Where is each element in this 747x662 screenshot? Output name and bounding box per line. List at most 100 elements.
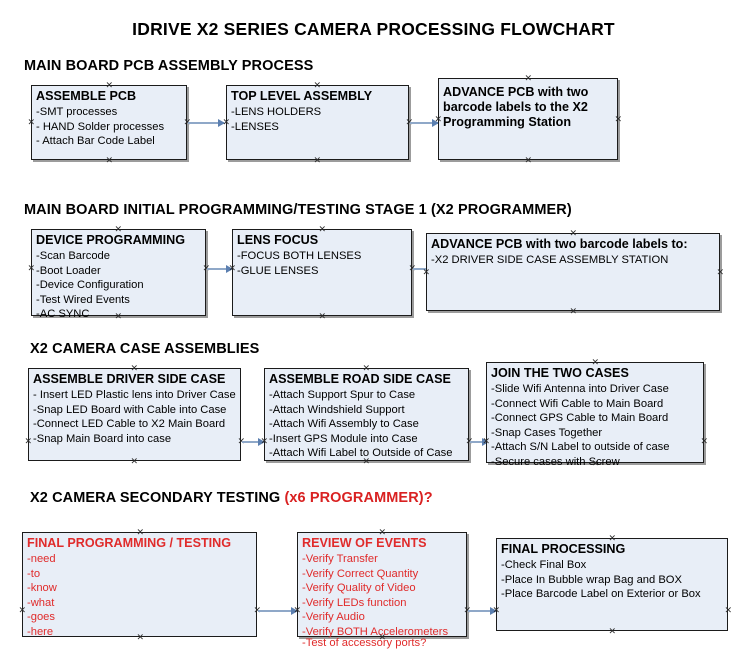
node-line: -Connect LED Cable to X2 Main Board (33, 418, 226, 431)
section-title-main-board-pcb-assembly-process: MAIN BOARD PCB ASSEMBLY PROCESS (24, 58, 313, 74)
node-line: -Scan Barcode (36, 250, 111, 262)
node-review-of-events[interactable]: REVIEW OF EVENTS -Verify Transfer -Verif… (297, 532, 467, 649)
node-line: -know (27, 582, 57, 595)
node-line: -LENSES (231, 120, 279, 133)
node-line: -Slide Wifi Antenna into Driver Case (491, 383, 669, 395)
connection-handle-right[interactable] (701, 438, 708, 445)
connection-handle-left[interactable] (261, 438, 268, 445)
connection-handle-top[interactable] (115, 226, 122, 233)
node-assemble-pcb[interactable]: ASSEMBLE PCB -SMT processes - HAND Solde… (31, 85, 187, 160)
connection-handle-bottom[interactable] (570, 308, 577, 315)
node-line: -Verify Transfer (302, 553, 378, 565)
node-title: ASSEMBLE DRIVER SIDE CASE (33, 372, 226, 386)
node-line: - Insert LED Plastic lens into Driver Ca… (33, 389, 236, 401)
node-final-processing[interactable]: FINAL PROCESSING -Check Final Box -Place… (496, 538, 728, 631)
connection-handle-bottom[interactable] (131, 458, 138, 465)
node-line: -Place Barcode Label on Exterior or Box (501, 588, 701, 601)
node-line: - HAND Solder processes (36, 120, 165, 133)
connection-handle-top[interactable] (525, 75, 532, 82)
node-line: -AC SYNC (36, 308, 90, 321)
node-title: ASSEMBLE PCB (36, 89, 137, 103)
connection-handle-top[interactable] (570, 230, 577, 237)
node-line: -to (27, 567, 41, 580)
connection-handle-top[interactable] (131, 365, 138, 372)
connection-handle-right[interactable] (717, 269, 724, 276)
node-line: -SMT processes (36, 106, 118, 118)
node-line: - Attach Bar Code Label (36, 135, 155, 148)
connection-handle-bottom[interactable] (106, 157, 113, 164)
node-line: -what (27, 596, 55, 609)
node-line: -FOCUS BOTH LENSES (237, 250, 362, 262)
node-line: -Verify Quality of Video (302, 582, 416, 595)
node-assemble-road-side-case[interactable]: ASSEMBLE ROAD SIDE CASE -Attach Support … (264, 368, 469, 461)
connection-handle-bottom[interactable] (525, 157, 532, 164)
connection-handle-bottom[interactable] (363, 458, 370, 465)
arrow-head-icon (218, 119, 225, 127)
node-line: -Attach Windshield Support (269, 403, 405, 416)
connection-handle-bottom[interactable] (137, 634, 144, 641)
connection-handle-top[interactable] (319, 226, 326, 233)
connection-handle-top[interactable] (314, 82, 321, 89)
section-title-text: X2 CAMERA CASE ASSEMBLIES (30, 341, 260, 357)
node-top-level-assembly[interactable]: TOP LEVEL ASSEMBLY -LENS HOLDERS -LENSES (226, 85, 409, 160)
connection-handle-left[interactable] (28, 265, 35, 272)
node-line: -need (27, 553, 56, 565)
node-line: -Secure cases with Screw (491, 455, 620, 468)
connection-handle-left[interactable] (19, 607, 26, 614)
connection-handle-top[interactable] (379, 529, 386, 536)
connection-handle-left[interactable] (294, 607, 301, 614)
section-title-text: MAIN BOARD PCB ASSEMBLY PROCESS (24, 58, 314, 74)
connection-handle-top[interactable] (137, 529, 144, 536)
node-line: -goes (27, 611, 55, 624)
node-line-overflow: -Test of accessory ports? (302, 637, 427, 649)
node-line: -Snap Main Board into case (33, 432, 172, 445)
node-title: TOP LEVEL ASSEMBLY (231, 89, 373, 103)
connection-handle-top[interactable] (609, 535, 616, 542)
node-title: ASSEMBLE ROAD SIDE CASE (269, 372, 451, 386)
connection-handle-right[interactable] (725, 607, 732, 614)
connection-handle-bottom[interactable] (379, 634, 386, 641)
node-line: -GLUE LENSES (237, 264, 319, 277)
connection-handle-bottom[interactable] (319, 313, 326, 320)
section-title-x2-camera-secondary-testing: X2 CAMERA SECONDARY TESTING (x6 PROGRAMM… (30, 490, 433, 506)
connection-handle-right[interactable] (615, 116, 622, 123)
connection-handle-bottom[interactable] (115, 313, 122, 320)
node-final-programming-testing[interactable]: FINAL PROGRAMMING / TESTING -need -to -k… (22, 532, 257, 638)
node-advance-pcb-driver-side-case[interactable]: ADVANCE PCB with two barcode labels to: … (426, 233, 720, 311)
connector-final-programming-to-review-of-events (258, 607, 298, 615)
node-line: -Connect GPS Cable to Main Board (491, 412, 669, 425)
connection-handle-bottom[interactable] (592, 460, 599, 467)
connection-handle-left[interactable] (493, 607, 500, 614)
node-lens-focus[interactable]: LENS FOCUS -FOCUS BOTH LENSES -GLUE LENS… (232, 229, 412, 316)
node-line: -LENS HOLDERS (231, 106, 322, 118)
connection-handle-top[interactable] (106, 82, 113, 89)
connection-handle-left[interactable] (229, 265, 236, 272)
section-title-x2-camera-case-assemblies: X2 CAMERA CASE ASSEMBLIES (30, 341, 259, 357)
node-title: DEVICE PROGRAMMING (36, 233, 186, 247)
node-line: -Snap Cases Together (491, 426, 603, 439)
node-assemble-driver-side-case[interactable]: ASSEMBLE DRIVER SIDE CASE - Insert LED P… (28, 368, 241, 461)
node-line: -Verify Audio (302, 611, 365, 624)
connection-handle-bottom[interactable] (609, 628, 616, 635)
connection-handle-left[interactable] (423, 269, 430, 276)
connection-handle-bottom[interactable] (314, 157, 321, 164)
node-line: -Connect Wifi Cable to Main Board (491, 397, 664, 410)
connection-handle-left[interactable] (223, 119, 230, 126)
node-device-programming[interactable]: DEVICE PROGRAMMING -Scan Barcode -Boot L… (31, 229, 206, 320)
node-line: -Insert GPS Module into Case (269, 432, 418, 445)
connection-handle-left[interactable] (483, 438, 490, 445)
connection-handle-left[interactable] (28, 119, 35, 126)
node-join-the-two-cases[interactable]: JOIN THE TWO CASES -Slide Wifi Antenna i… (486, 362, 704, 468)
node-line: -Verify Correct Quantity (302, 567, 419, 580)
node-advance-pcb-programming-station[interactable]: ADVANCE PCB with two barcode labels to t… (438, 78, 618, 160)
node-line: -X2 DRIVER SIDE CASE ASSEMBLY STATION (431, 254, 669, 266)
connection-handle-left[interactable] (25, 438, 32, 445)
node-line: -Snap LED Board with Cable into Case (33, 403, 227, 416)
connection-handle-top[interactable] (363, 365, 370, 372)
node-line: -Place In Bubble wrap Bag and BOX (501, 573, 682, 586)
connection-handle-left[interactable] (435, 116, 442, 123)
section-title-accent: (x6 PROGRAMMER)? (284, 490, 433, 506)
page-title: IDRIVE X2 SERIES CAMERA PROCESSING FLOWC… (132, 19, 615, 39)
connection-handle-top[interactable] (592, 359, 599, 366)
